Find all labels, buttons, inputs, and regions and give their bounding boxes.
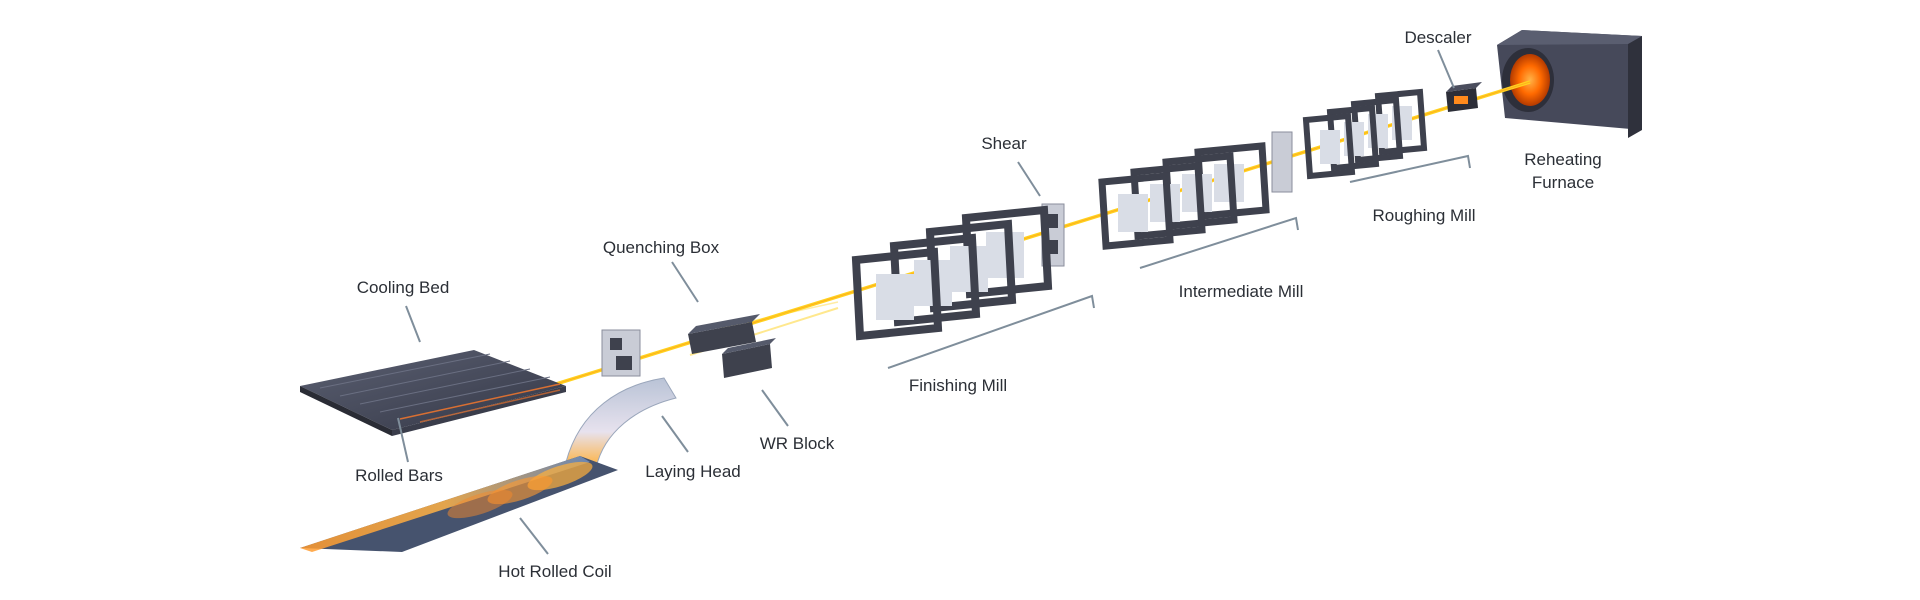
bracket-intermediate — [1139, 216, 1299, 269]
leader-laying — [661, 415, 689, 453]
cooling-bed — [300, 350, 566, 436]
label-hot-rolled-coil: Hot Rolled Coil — [498, 562, 612, 581]
label-intermediate-mill: Intermediate Mill — [1178, 282, 1304, 301]
label-rolled-bars: Rolled Bars — [355, 466, 443, 485]
label-finishing-mill: Finishing Mill — [908, 376, 1008, 395]
descaler — [1446, 82, 1482, 112]
label-shear: Shear — [981, 134, 1027, 153]
label-cooling-bed: Cooling Bed — [356, 278, 450, 297]
reheating-furnace — [1497, 30, 1642, 138]
bracket-finishing — [887, 294, 1095, 369]
laying-head — [565, 377, 677, 469]
stand — [1302, 112, 1356, 180]
stand — [851, 247, 943, 341]
label-reheating-line2: Furnace — [1531, 173, 1595, 192]
separator-unit — [1271, 131, 1293, 193]
leader-shear — [1017, 161, 1041, 197]
bracket-roughing — [1349, 154, 1471, 183]
label-reheating-line1: Reheating — [1524, 150, 1602, 169]
label-laying-head: Laying Head — [645, 462, 741, 481]
leader-cooling — [405, 305, 421, 343]
label-descaler: Descaler — [1404, 28, 1472, 47]
wr-block — [722, 338, 776, 378]
leader-wrblock — [761, 389, 789, 427]
label-reheating-furnace: Reheating Furnace — [1508, 148, 1618, 194]
leader-descaler — [1437, 49, 1455, 89]
leader-coil — [519, 517, 549, 555]
finishing-mill — [851, 205, 1053, 341]
hot-rolled-coil — [300, 456, 618, 552]
stand — [1098, 172, 1174, 250]
leader-lines — [397, 49, 1455, 555]
label-quenching-box: Quenching Box — [602, 238, 720, 257]
intermediate-mill — [1098, 142, 1270, 250]
quenching-box — [688, 314, 760, 354]
label-wr-block: WR Block — [759, 434, 835, 453]
leader-quenching — [671, 261, 699, 303]
pinch-roll-stand — [601, 329, 641, 377]
label-roughing-mill: Roughing Mill — [1372, 206, 1476, 225]
roughing-mill — [1302, 88, 1428, 180]
mill-brackets — [887, 154, 1471, 369]
leader-rolled — [397, 417, 409, 463]
